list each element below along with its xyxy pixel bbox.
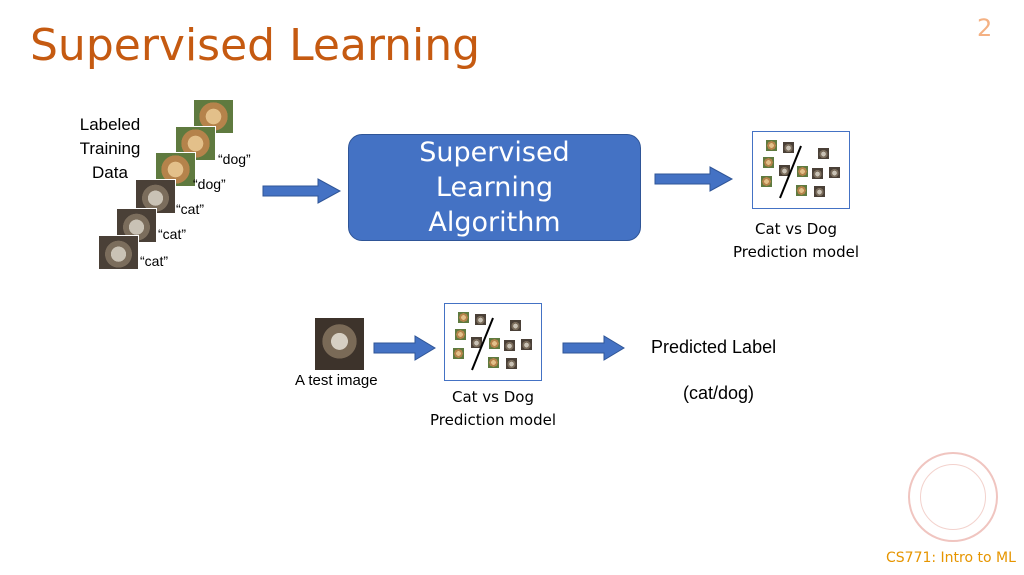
model-thumbnail — [453, 348, 464, 359]
model-thumbnail — [829, 167, 840, 178]
arrow-right-icon — [262, 178, 342, 204]
caption-line-1: Cat vs Dog — [451, 388, 535, 406]
model-thumbnail — [763, 157, 774, 168]
caption-line-2: Prediction model — [430, 411, 556, 429]
arrow-right-icon — [654, 166, 734, 192]
model-thumbnail — [521, 339, 532, 350]
model-thumbnail — [458, 312, 469, 323]
caption-line-2: Prediction model — [733, 243, 859, 261]
training-label-dog: “dog” — [193, 176, 226, 192]
training-label-cat: “cat” — [140, 253, 168, 269]
arrow-right-icon — [562, 335, 625, 361]
model-thumbnail — [796, 185, 807, 196]
test-image-cat — [315, 318, 364, 370]
model-thumbnail — [783, 142, 794, 153]
model-thumbnail — [797, 166, 808, 177]
slide-title: Supervised Learning — [30, 20, 481, 71]
training-label-cat: “cat” — [176, 201, 204, 217]
model-thumbnail — [818, 148, 829, 159]
model-thumbnail — [475, 314, 486, 325]
prediction-model-diagram — [444, 303, 542, 381]
model-thumbnail — [812, 168, 823, 179]
training-label-dog: “dog” — [218, 151, 251, 167]
test-image-caption: A test image — [295, 372, 378, 389]
model-thumbnail — [814, 186, 825, 197]
course-footer: CS771: Intro to ML — [886, 550, 1016, 566]
prediction-model-diagram — [752, 131, 850, 209]
prediction-model-caption: Cat vs Dog Prediction model — [726, 218, 866, 264]
training-image-cat-3 — [98, 235, 139, 270]
label-line-3: Data — [92, 163, 128, 182]
model-thumbnail — [455, 329, 466, 340]
model-thumbnail — [471, 337, 482, 348]
model-thumbnail — [510, 320, 521, 331]
model-thumbnail — [504, 340, 515, 351]
algorithm-line-1: Supervised — [419, 137, 570, 168]
arrow-right-icon — [373, 335, 436, 361]
algorithm-line-2: Learning — [435, 172, 554, 203]
caption-line-1: Cat vs Dog — [754, 220, 838, 238]
model-thumbnail — [779, 165, 790, 176]
labeled-training-data-label: Labeled Training Data — [70, 113, 150, 185]
prediction-model-caption: Cat vs Dog Prediction model — [423, 386, 563, 432]
decision-boundary-line — [779, 145, 802, 199]
page-number: 2 — [977, 14, 993, 42]
predicted-label-options: (cat/dog) — [683, 383, 755, 403]
label-line-2: Training — [79, 139, 141, 158]
institute-seal-logo — [908, 452, 998, 542]
model-thumbnail — [489, 338, 500, 349]
label-line-1: Labeled — [79, 115, 141, 134]
model-thumbnail — [766, 140, 777, 151]
model-thumbnail — [488, 357, 499, 368]
supervised-learning-algorithm-box: Supervised Learning Algorithm — [348, 134, 641, 241]
decision-boundary-line — [471, 317, 494, 371]
model-thumbnail — [761, 176, 772, 187]
training-label-cat: “cat” — [158, 226, 186, 242]
algorithm-line-3: Algorithm — [428, 207, 561, 238]
predicted-label-heading: Predicted Label — [651, 337, 777, 357]
model-thumbnail — [506, 358, 517, 369]
